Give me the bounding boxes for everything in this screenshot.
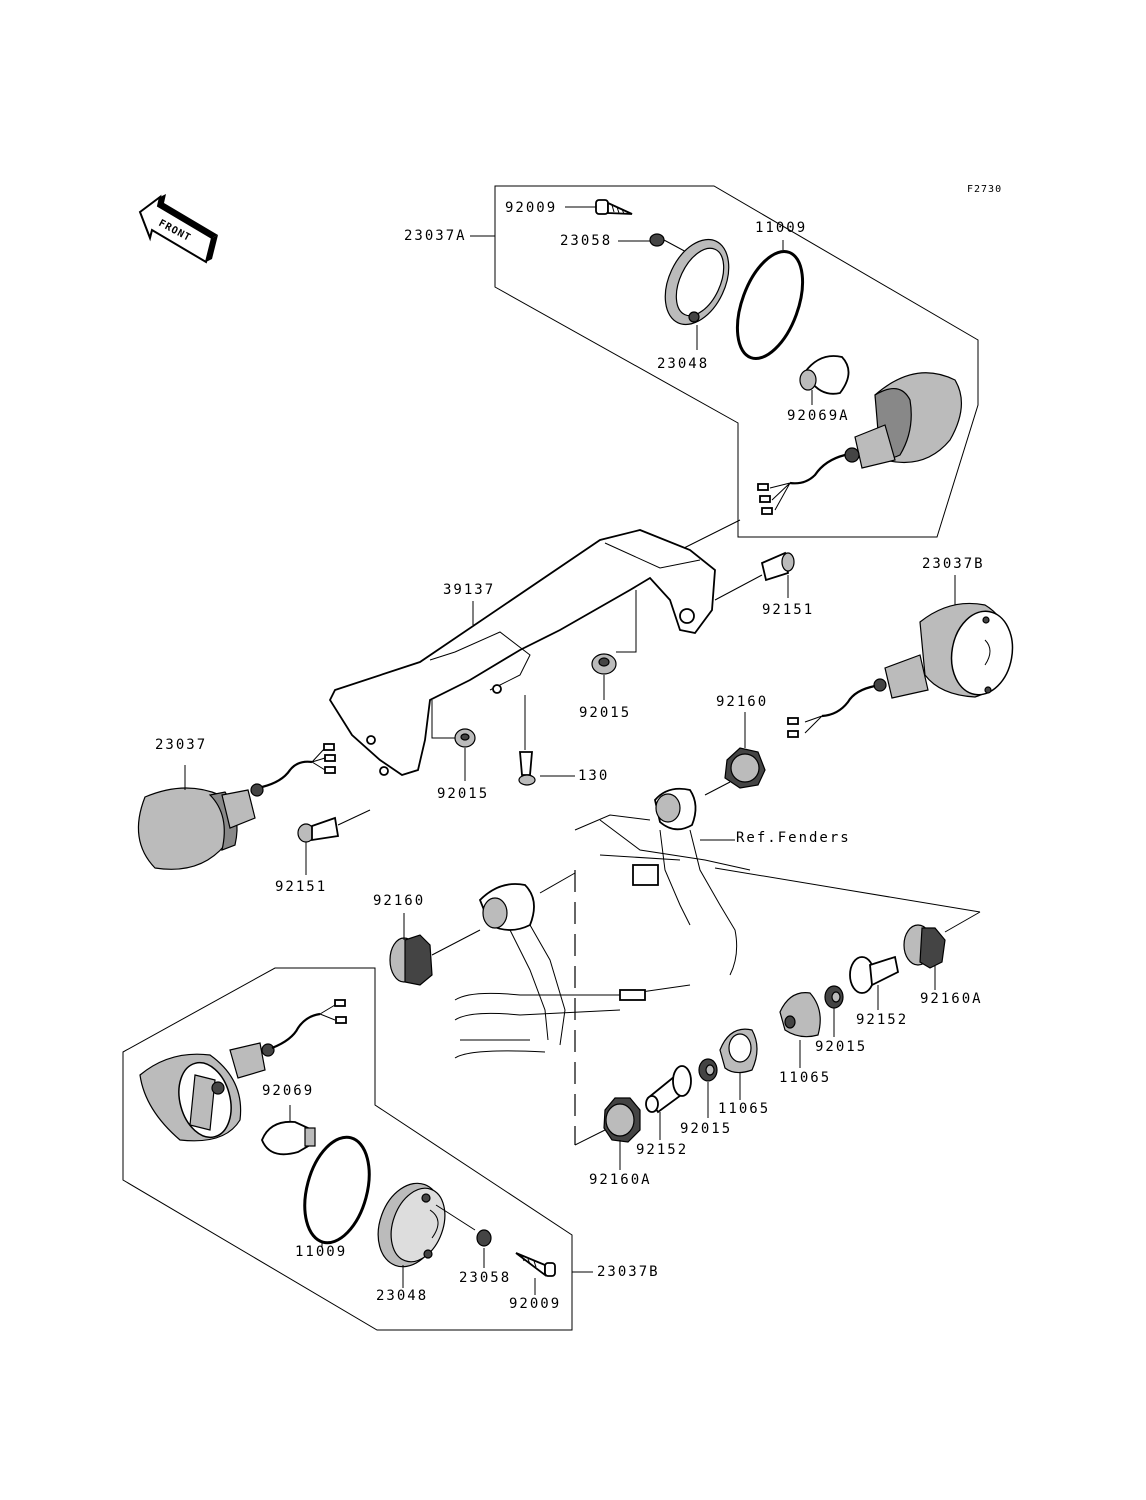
part-label-92069A: 92069A	[787, 408, 850, 424]
lens-cover-23048-top	[664, 238, 730, 350]
washer-23058-top	[618, 233, 691, 255]
part-label-23058-top: 23058	[560, 233, 612, 249]
gasket-11009-bottom	[303, 1135, 371, 1248]
part-label-23037A: 23037A	[404, 228, 467, 244]
part-label-92160-left: 92160	[373, 893, 425, 909]
part-label-92069: 92069	[262, 1083, 314, 1099]
bolt-92151-right	[714, 551, 795, 601]
blinker-23037-left	[137, 743, 336, 870]
fender-stay	[454, 787, 981, 1059]
part-label-23048-bottom: 23048	[376, 1288, 428, 1304]
grommet-92160A-bottom	[574, 1097, 641, 1170]
part-label-23037B-right: 23037B	[922, 556, 985, 572]
part-label-23037: 23037	[155, 737, 207, 753]
blinker-housing-top	[757, 372, 963, 515]
grommet-92160-mid	[704, 712, 766, 796]
part-label-92015-a: 92015	[579, 705, 631, 721]
part-label-92009-top: 92009	[505, 200, 557, 216]
blinker-housing-bottom	[139, 999, 347, 1142]
gasket-11009-top	[735, 240, 805, 360]
part-labels: 92009 23037A 23058 11009 23048 92069A 23037B 39…	[155, 200, 985, 1312]
part-label-92160A-right: 92160A	[920, 991, 983, 1007]
bulb-92069	[261, 1105, 316, 1156]
grommet-92160A-right	[903, 911, 981, 990]
nut-92015-d	[698, 1058, 718, 1118]
blinker-23037B-right	[787, 575, 1014, 738]
front-arrow-icon: FRONT	[138, 194, 218, 264]
part-label-92015-c: 92015	[815, 1039, 867, 1055]
part-label-11009-bottom: 11009	[295, 1244, 347, 1260]
part-label-92015-b: 92015	[437, 786, 489, 802]
grommet-92160-left	[389, 913, 481, 986]
part-label-92151-left: 92151	[275, 879, 327, 895]
collar-92152-bottom	[645, 1065, 692, 1140]
bulb-92069A	[799, 355, 850, 405]
bolt-130	[518, 695, 575, 786]
cap-11065-a	[779, 992, 821, 1068]
nut-92015-a	[591, 590, 637, 700]
bolt-92151-left	[297, 809, 371, 875]
cap-11065-b	[719, 1028, 758, 1100]
bracket-39137	[328, 529, 716, 776]
part-label-92151-right: 92151	[762, 602, 814, 618]
assembly-box-23037A	[470, 185, 979, 538]
part-label-39137: 39137	[443, 582, 495, 598]
part-label-23048-top: 23048	[657, 356, 709, 372]
part-label-11065-b: 11065	[718, 1101, 770, 1117]
screw-92009-bottom	[515, 1252, 556, 1295]
collar-92152-right	[849, 955, 900, 1010]
washer-23058-bottom	[476, 1229, 492, 1268]
part-label-92160-mid: 92160	[716, 694, 768, 710]
part-label-11065-a: 11065	[779, 1070, 831, 1086]
assembly-box-23037B-bottom	[122, 967, 593, 1331]
part-label-23058-bottom: 23058	[459, 1270, 511, 1286]
screw-92009-top	[565, 199, 633, 215]
part-label-92152-right: 92152	[856, 1012, 908, 1028]
nut-92015-b	[431, 700, 476, 781]
nut-92015-c	[824, 985, 844, 1037]
part-label-23037B-bottom: 23037B	[597, 1264, 660, 1280]
part-label-92015-d: 92015	[680, 1121, 732, 1137]
part-label-92009-bottom: 92009	[509, 1296, 561, 1312]
lens-cover-23048-bottom	[377, 1182, 476, 1288]
part-label-ref-fenders: Ref.Fenders	[736, 830, 851, 846]
part-label-130: 130	[578, 768, 609, 784]
diagram-code: F2730	[967, 184, 1002, 195]
part-label-11009-top: 11009	[755, 220, 807, 236]
part-label-92160A-bottom: 92160A	[589, 1172, 652, 1188]
part-label-92152-bottom: 92152	[636, 1142, 688, 1158]
